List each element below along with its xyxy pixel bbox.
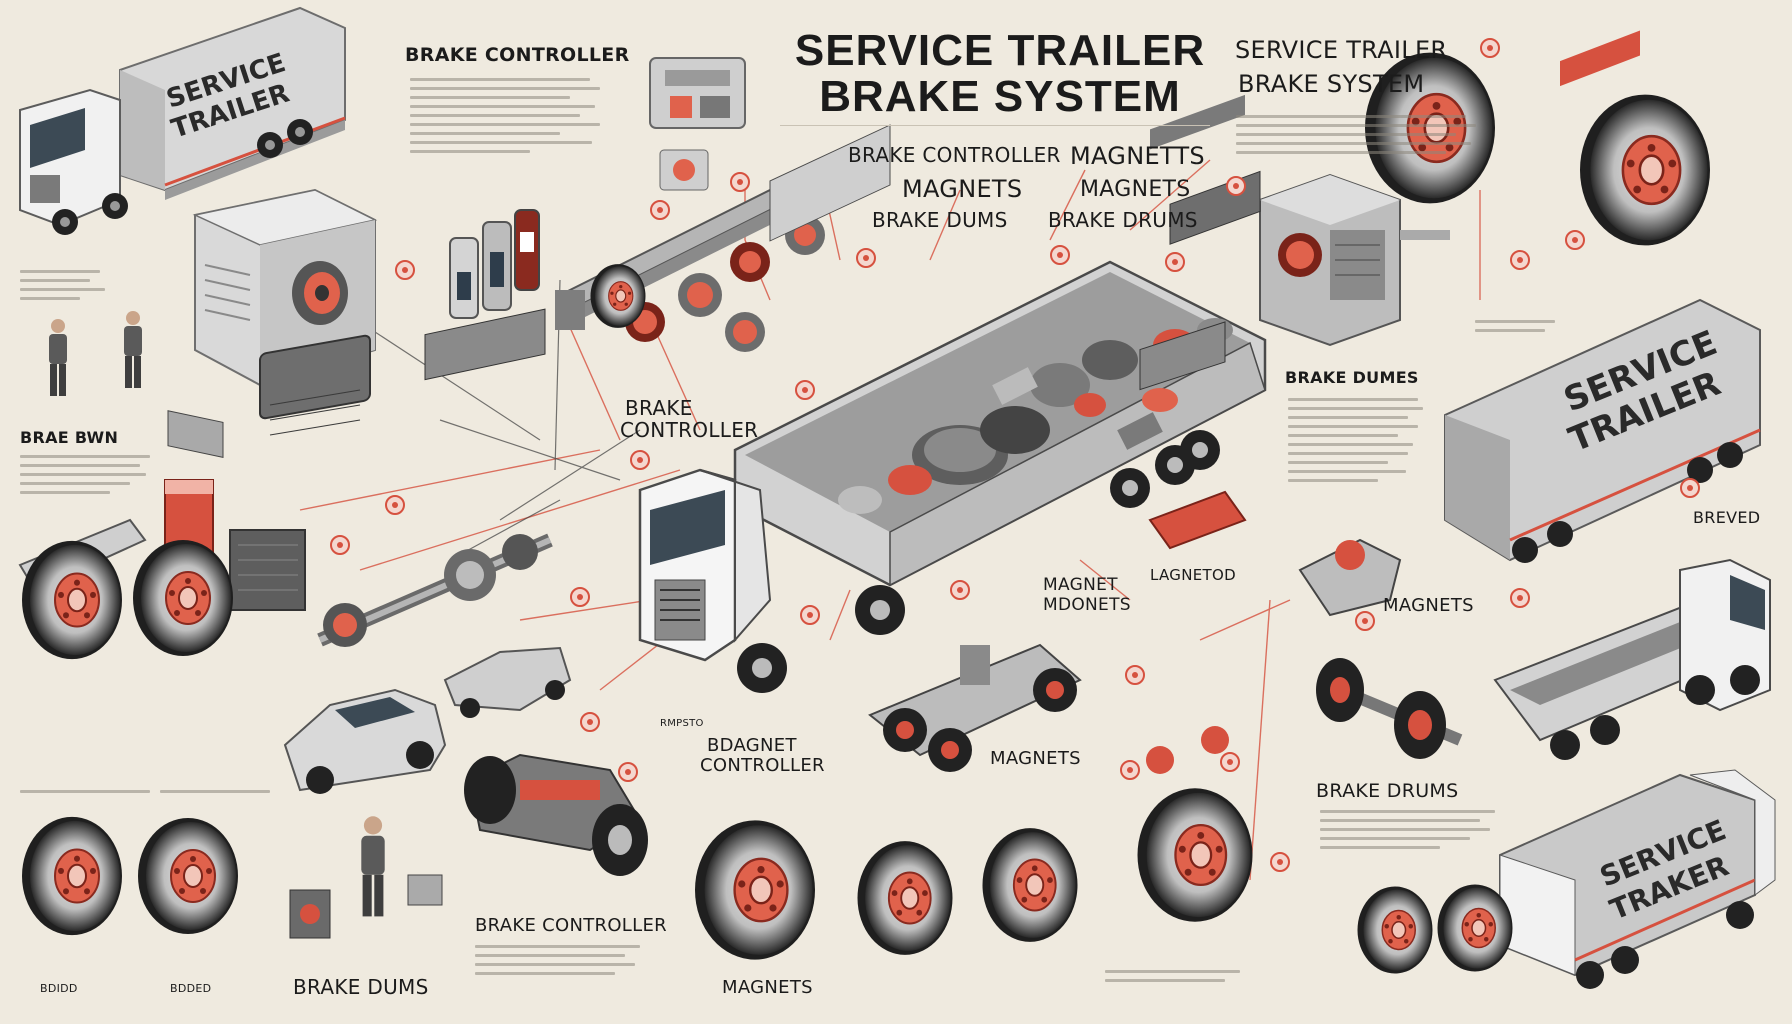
label-brake-controller-bottom: BRAKE CONTROLLER (475, 915, 667, 936)
label-mini-1: BDIDD (40, 982, 78, 995)
fineprint-block (1320, 810, 1500, 855)
brake-drum-icon (1356, 885, 1434, 975)
fineprint-block (20, 790, 150, 799)
person-icon (49, 319, 67, 396)
brake-drum-icon (589, 263, 647, 329)
label-magnets-center-2: MAGNETS (1080, 177, 1191, 202)
person-icon (124, 311, 142, 388)
label-brake-mid: BRAKE (625, 396, 693, 420)
label-brake-controller: BRAKE CONTROLLER (405, 44, 630, 66)
brake-drum-icon (137, 817, 239, 935)
remote-controls-icon (449, 209, 540, 319)
brake-drum-icon (1136, 787, 1254, 923)
label-lagnetod: LAGNETOD (1150, 566, 1236, 584)
label-controller-mid: CONTROLLER (620, 418, 759, 442)
connector-lines (299, 159, 1481, 881)
magnet-icon (1259, 173, 1450, 347)
small-device-icon (289, 874, 443, 939)
label-brake-drums: BRAKE DRUMS (1048, 208, 1198, 232)
fineprint-block (475, 945, 645, 981)
truck-icon: SERVICE TRAKER (1499, 769, 1776, 989)
controller-box-icon (192, 188, 378, 387)
label-mini-3: RMPSTO (660, 718, 704, 729)
fineprint-block (1288, 398, 1428, 488)
label-magnets-mid: MAGNETS (990, 748, 1081, 769)
chassis-icon (868, 643, 1082, 772)
label-mini-2: BDDED (170, 982, 212, 995)
truck-icon: SERVICE TRAILER (19, 6, 346, 235)
brake-drum-icon (693, 819, 817, 961)
page-title: SERVICE TRAILER BRAKE SYSTEM (770, 28, 1230, 120)
axle-icon (317, 533, 553, 647)
brake-drum-icon (132, 539, 234, 657)
label-magnets-bottom: MAGNETS (722, 977, 813, 998)
fineprint-block (1475, 320, 1565, 338)
brake-drum-icon (20, 539, 124, 661)
truck-icon (1493, 30, 1771, 760)
parts-cluster-top (649, 57, 746, 191)
label-service-trailer: SERVICE TRAILER (1235, 36, 1448, 64)
page-title-line-2: BRAKE SYSTEM (819, 72, 1181, 121)
central-trailer (638, 124, 1267, 693)
fineprint-block (20, 455, 150, 500)
label-magnet: MAGNET (1043, 575, 1118, 595)
label-breved: BREVED (1693, 508, 1761, 527)
label-mdonets: MDONETS (1043, 595, 1131, 615)
axle-assembly-bottom (464, 753, 648, 876)
parts-right (1139, 94, 1402, 774)
label-magnets-right: MAGNETS (1383, 595, 1474, 616)
label-brake-controller-center: BRAKE CONTROLLER (848, 143, 1061, 167)
axle-icon (1316, 658, 1463, 759)
label-brake-drums-right: BRAKE DRUMS (1316, 780, 1459, 802)
label-brake-system: BRAKE SYSTEM (1238, 70, 1425, 98)
car-icon (443, 646, 572, 718)
fineprint-block (410, 78, 610, 159)
title-divider (780, 125, 1210, 126)
fineprint-block (160, 790, 270, 799)
brake-drum-icon (1578, 93, 1712, 247)
label-brake-dumes: BRAKE DUMES (1285, 368, 1419, 387)
person-icon (361, 816, 385, 917)
label-controller-bottom: CONTROLLER (700, 755, 825, 776)
fineprint-block (1105, 970, 1245, 988)
label-magnetts: MAGNETTS (1070, 142, 1205, 170)
label-brake-dums: BRAKE DUMS (872, 208, 1008, 232)
brake-drum-icon (1436, 883, 1514, 973)
brake-drum-icon (20, 815, 124, 937)
brake-drum-icon (981, 827, 1079, 943)
label-brake-dums-bottom: BRAKE DUMS (293, 975, 429, 999)
truck-icon: SERVICE TRAILER (1444, 298, 1761, 563)
label-brae-bwn: BRAE BWN (20, 428, 119, 447)
fineprint-block (20, 270, 110, 306)
fineprint-block (1236, 115, 1476, 160)
label-bdagnet: BDAGNET (707, 735, 797, 756)
brake-drum-icon (856, 840, 954, 956)
car-icon (283, 688, 447, 794)
label-magnets-center: MAGNETS (902, 175, 1023, 203)
page-title-line-1: SERVICE TRAILER (794, 26, 1206, 75)
